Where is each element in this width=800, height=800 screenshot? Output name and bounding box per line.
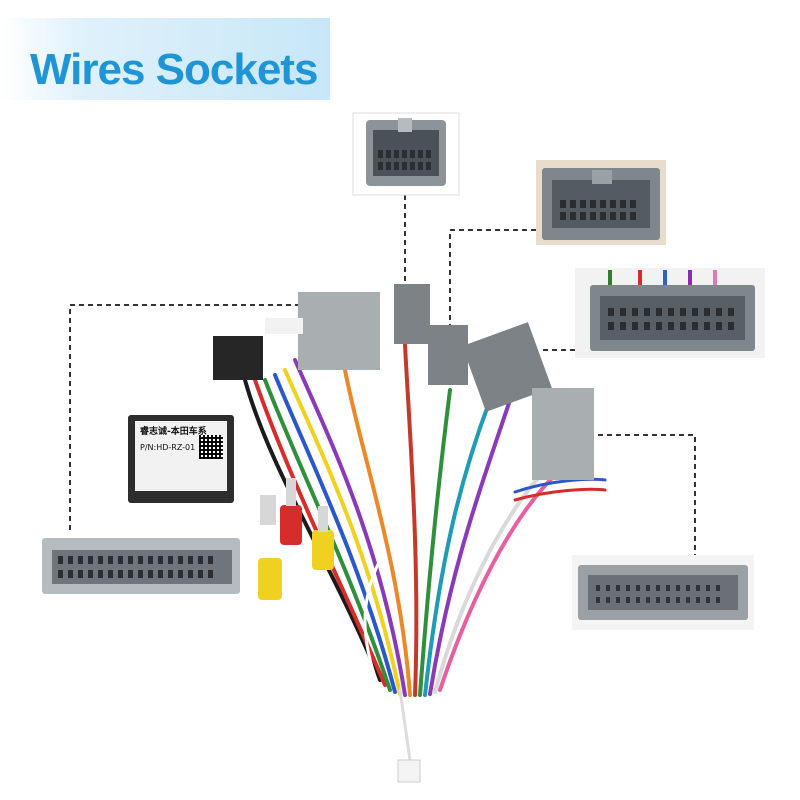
title-banner: Wires Sockets: [0, 18, 330, 100]
wire-bundle: [243, 343, 607, 762]
harness-connectors: [213, 284, 594, 480]
module-brand: 睿志诚-本田车系: [140, 427, 207, 437]
rca-plugs: [258, 478, 334, 600]
inset-connector-3: [575, 268, 765, 358]
inset-connector-2: [536, 160, 666, 245]
leader-lines: [69, 195, 696, 555]
main-connector-left: [42, 538, 240, 594]
qr-code-icon: [199, 435, 223, 459]
inset-connector-4: [572, 555, 754, 630]
module-label: 睿志诚-本田车系 P/N:HD-RZ-01: [135, 421, 227, 491]
module-part-number: P/N:HD-RZ-01: [140, 443, 196, 452]
page-title: Wires Sockets: [30, 45, 318, 94]
decoder-module: 睿志诚-本田车系 P/N:HD-RZ-01: [128, 415, 234, 503]
terminal-plug: [397, 759, 421, 783]
inset-connector-1: [352, 112, 460, 196]
